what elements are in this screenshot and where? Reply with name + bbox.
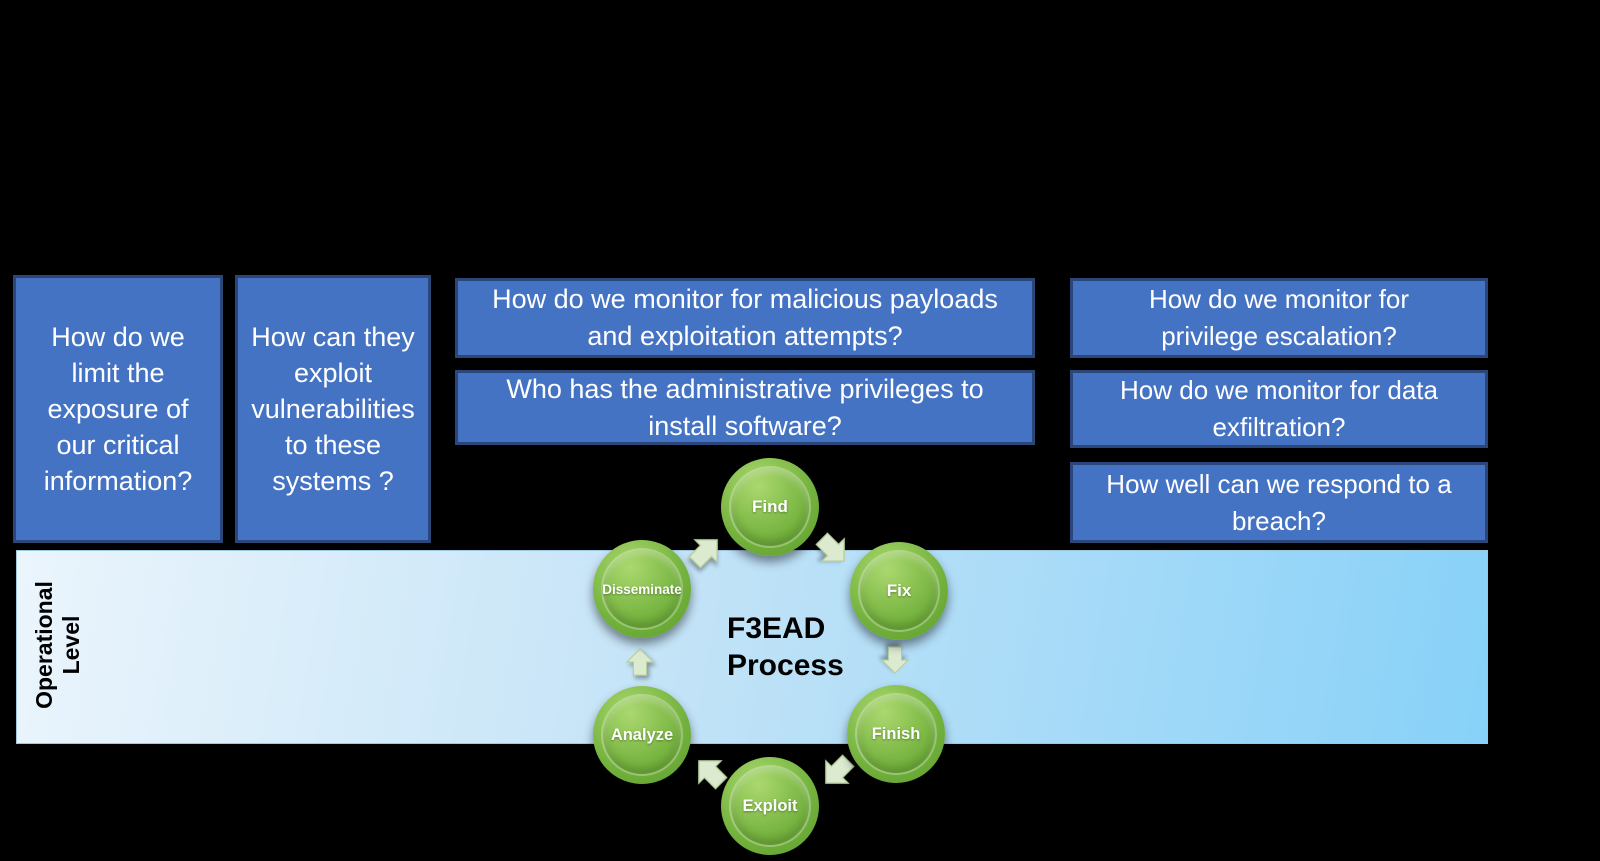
step-label: Find xyxy=(752,497,788,516)
question-text: How do we monitor for malicious payloads… xyxy=(492,284,998,351)
arrow-disseminate-to-find-icon xyxy=(688,539,718,569)
arrow-analyze-to-disseminate-icon xyxy=(625,648,655,676)
process-step-exploit: Exploit xyxy=(721,757,819,855)
arrow-finish-to-exploit-icon xyxy=(825,754,855,784)
arrow-find-to-fix-icon xyxy=(815,532,845,562)
arrow-fix-to-finish-icon xyxy=(880,646,910,674)
question-text: Who has the administrative privileges to… xyxy=(506,373,984,441)
process-step-find: Find xyxy=(721,458,819,556)
process-step-analyze: Analyze xyxy=(593,686,691,784)
question-box-malicious-payloads: How do we monitor for malicious payloads… xyxy=(455,278,1035,358)
process-step-fix: Fix xyxy=(850,542,948,640)
step-label: Exploit xyxy=(742,796,798,815)
step-label: Fix xyxy=(886,581,912,600)
arrow-exploit-to-analyze-icon xyxy=(698,760,728,790)
process-step-disseminate: Disseminate xyxy=(593,540,691,638)
question-box-admin-privileges: Who has the administrative privileges to… xyxy=(455,370,1035,445)
step-label: Disseminate xyxy=(602,581,682,597)
step-label: Analyze xyxy=(610,725,674,744)
operational-level-band xyxy=(16,550,1488,744)
process-step-finish: Finish xyxy=(847,685,945,783)
step-label: Finish xyxy=(871,724,921,743)
